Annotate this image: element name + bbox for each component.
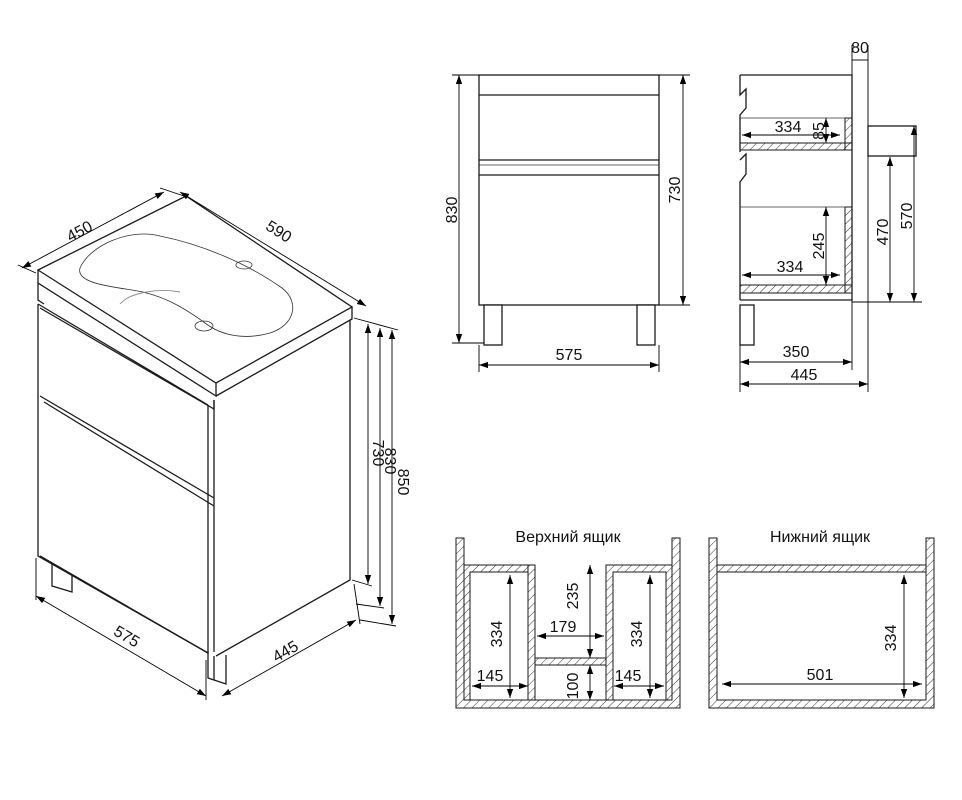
- iso-dim-850: 850: [394, 469, 411, 496]
- iso-dim-450: 450: [64, 218, 96, 246]
- front-dim-575: 575: [556, 347, 583, 364]
- isometric-view: 450 590 575 445 730 830 850: [17, 187, 411, 700]
- upper-dim-235: 235: [565, 583, 582, 610]
- sink-basin: [79, 233, 294, 337]
- side-dim-85: 85: [811, 122, 828, 140]
- side-dim-80: 80: [851, 40, 869, 57]
- iso-dim-575: 575: [110, 623, 142, 651]
- side-dim-470: 470: [875, 219, 892, 246]
- iso-dim-830: 830: [381, 448, 398, 475]
- iso-dim-730: 730: [369, 440, 386, 467]
- lower-drawer-title: Нижний ящик: [770, 529, 871, 546]
- side-dim-445: 445: [791, 367, 818, 384]
- front-dim-830: 830: [444, 197, 461, 224]
- upper-dim-145-right: 145: [615, 668, 642, 685]
- iso-dimensions: [17, 187, 399, 700]
- side-dim-570: 570: [899, 203, 916, 230]
- lower-dim-334: 334: [883, 625, 900, 652]
- front-view: 830 730 575: [444, 74, 690, 372]
- upper-dim-334-left: 334: [489, 621, 506, 648]
- cabinet-body: [37, 303, 351, 685]
- front-dim-730: 730: [667, 177, 684, 204]
- lower-drawer-plan: Нижний ящик 334 501: [708, 529, 935, 709]
- upper-dim-334-right: 334: [629, 621, 646, 648]
- side-section: 80 334 85 334 245 470 570 350 445: [739, 40, 922, 392]
- iso-dim-590: 590: [263, 218, 295, 247]
- side-dim-334-lower: 334: [777, 259, 804, 276]
- side-dim-334-upper: 334: [775, 119, 802, 136]
- upper-drawer-title: Верхний ящик: [515, 529, 621, 546]
- upper-dim-145-left: 145: [477, 668, 504, 685]
- upper-drawer-plan: Верхний ящик 334 145 235 179 100 334 145: [455, 529, 681, 709]
- upper-dim-100: 100: [565, 673, 582, 700]
- iso-dim-445: 445: [270, 638, 302, 666]
- side-dim-245: 245: [811, 233, 828, 260]
- lower-dim-501: 501: [807, 667, 834, 684]
- upper-dim-179: 179: [550, 619, 577, 636]
- side-dim-350: 350: [783, 344, 810, 361]
